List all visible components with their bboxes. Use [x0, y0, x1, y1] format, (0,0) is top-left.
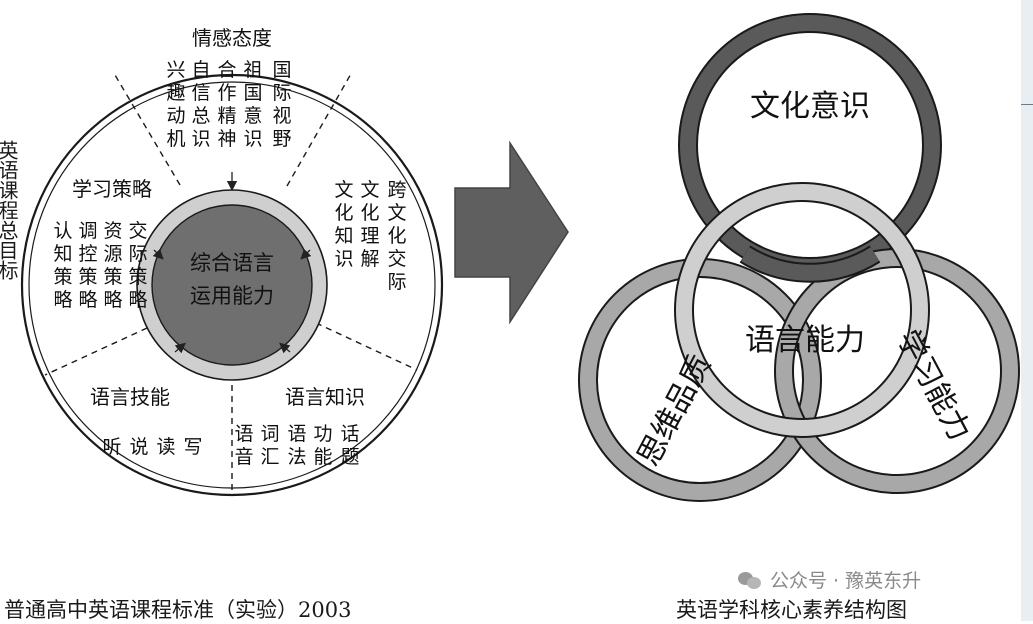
ring-label-top: 文化意识 [750, 89, 870, 124]
skills-item: 写 [183, 436, 202, 458]
right-caption: 英语学科核心素养结构图 [676, 598, 907, 622]
core-arrows [152, 172, 312, 354]
heading-skills: 语言技能 [90, 385, 170, 409]
strategy-column: 交际策略 [128, 220, 147, 311]
affect-column: 祖国意识 [243, 59, 262, 150]
culture-column: 文化知识 [334, 179, 353, 270]
section-dividers [44, 71, 418, 492]
skills-item: 说 [129, 436, 148, 458]
affect-column: 自信总识 [191, 59, 210, 150]
culture-column: 文化理解 [360, 179, 379, 270]
skills-item: 读 [156, 436, 175, 458]
skills-item: 听 [102, 436, 121, 458]
heading-affect: 情感态度 [192, 26, 272, 50]
ring-center [676, 184, 928, 436]
core-label-line2: 运用能力 [190, 284, 274, 308]
heading-strategy: 学习策略 [72, 177, 152, 201]
knowledge-column: 功能 [313, 423, 332, 468]
knowledge-column: 语法 [287, 423, 306, 468]
strategy-column: 资源策略 [103, 220, 122, 311]
affect-column: 合作精神 [217, 59, 236, 150]
knowledge-column: 语音 [234, 423, 253, 468]
edge-stripe [1021, 0, 1033, 621]
strategy-column: 调控策略 [78, 220, 97, 311]
watermark-text: 公众号 · 豫英东升 [770, 570, 922, 592]
ring-label-center: 语言能力 [745, 323, 865, 358]
heading-knowledge: 语言知识 [285, 385, 365, 409]
arrow-bottom-right [279, 342, 291, 354]
core-label-line1: 综合语言 [190, 251, 274, 275]
affect-column: 国际视野 [272, 59, 291, 150]
knowledge-column: 话题 [340, 423, 359, 468]
divider-strategy-skills [44, 327, 148, 376]
watermark: 公众号 · 豫英东升 [738, 566, 921, 593]
ring-label-left: 思维品质 [631, 349, 718, 471]
arrow-bottom-left [174, 342, 186, 354]
side-title: 英语课程总目标 [0, 140, 18, 280]
core-circle [151, 204, 313, 366]
transition-arrow [454, 140, 569, 325]
culture-column: 跨文化交际 [387, 179, 406, 293]
strategy-column: 认知策略 [53, 220, 72, 311]
arrow-right [300, 248, 312, 260]
knowledge-column: 词汇 [260, 423, 279, 468]
wechat-icon [738, 570, 762, 590]
edge-stripe-line [1021, 104, 1033, 105]
arrow-left [152, 248, 164, 260]
rings-group [578, 13, 1020, 502]
left-caption: 普通高中英语课程标准（实验）2003 [4, 598, 352, 622]
affect-column: 兴趣动机 [166, 59, 185, 150]
ring-top-overpass [740, 247, 880, 281]
divider-culture-knowledge [315, 322, 418, 371]
